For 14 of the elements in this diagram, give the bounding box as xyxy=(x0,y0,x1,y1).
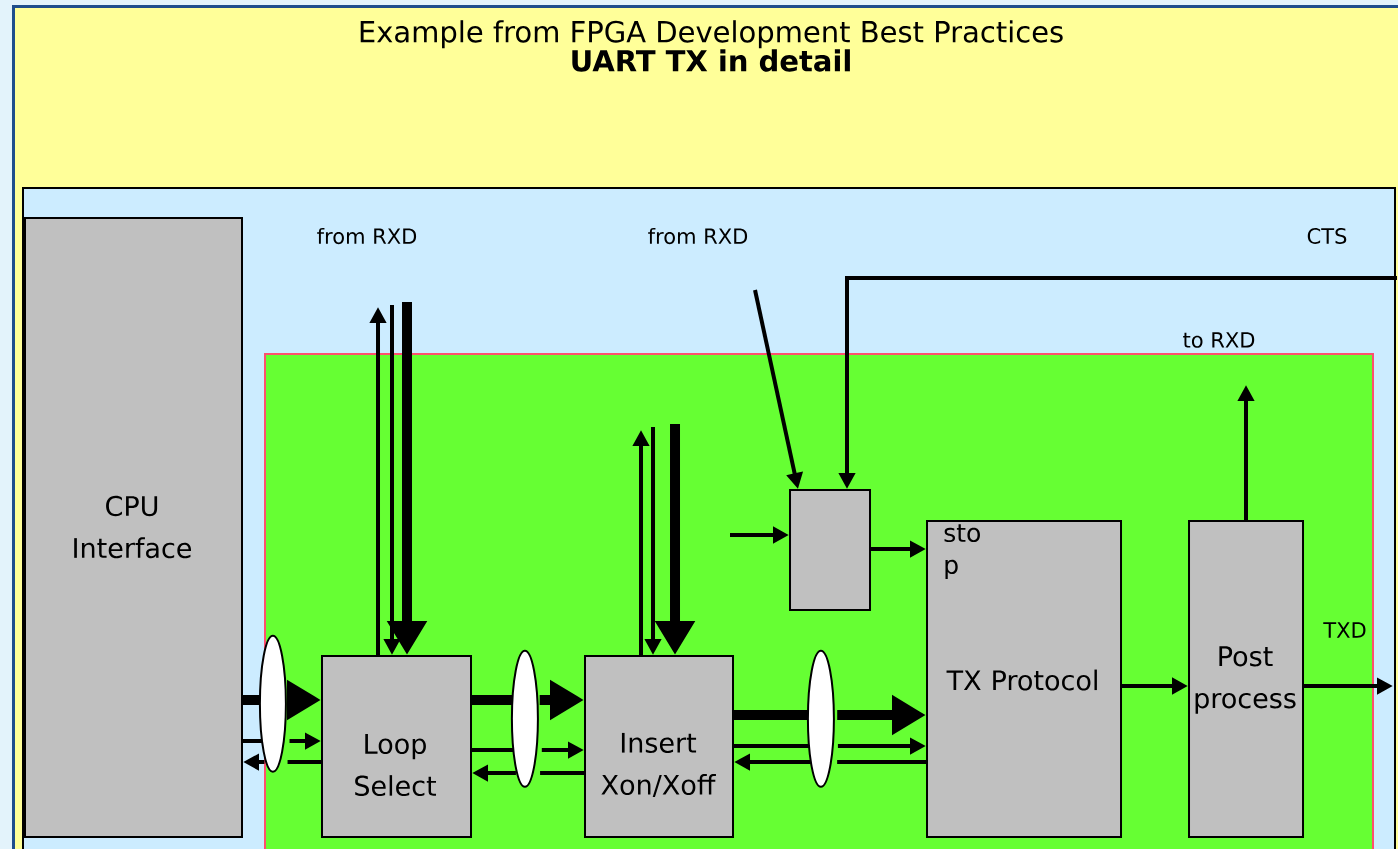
bus-ellipse xyxy=(806,649,835,788)
bus-ellipse xyxy=(258,634,287,773)
signal-label: from RXD xyxy=(648,227,748,245)
bus-ellipse xyxy=(510,649,539,788)
process-box: Insert Xon/Xoff xyxy=(584,655,734,838)
process-box: sto p TX Protocol xyxy=(926,520,1122,838)
process-box: CPU Interface xyxy=(24,217,243,838)
process-box xyxy=(789,489,871,611)
process-box: Loop Select xyxy=(321,655,472,838)
signal-label: from RXD xyxy=(317,227,417,245)
signal-label: CTS xyxy=(1307,228,1347,244)
signal-label: TXD xyxy=(1323,622,1366,638)
signal-label: to RXD xyxy=(1183,332,1255,348)
process-box: Post process xyxy=(1188,520,1304,838)
